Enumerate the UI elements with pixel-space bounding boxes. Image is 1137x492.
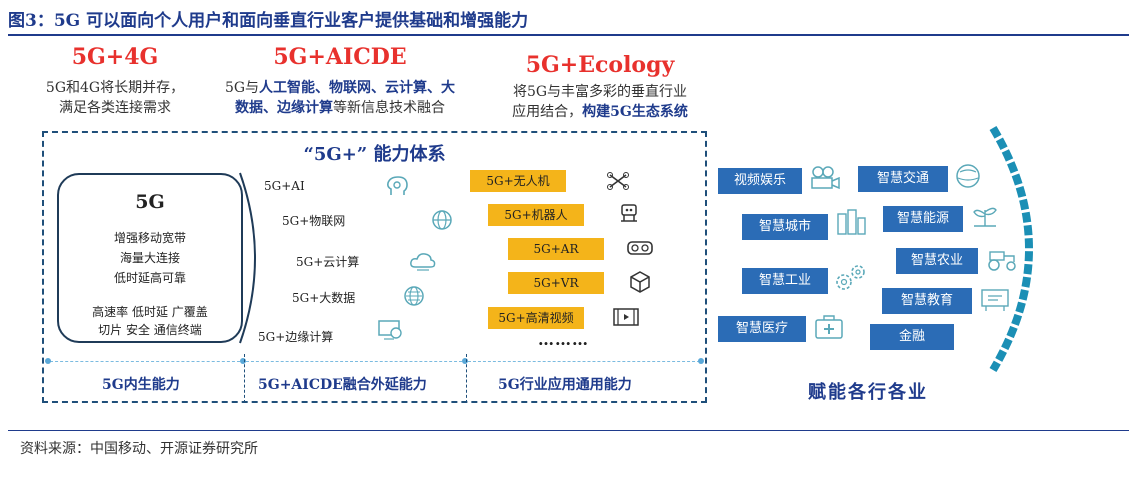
iot-globe-icon: [432, 210, 452, 230]
desc-eco-plain: 应用结合，: [512, 104, 583, 120]
desc-5g-4g-line-1: 5G和4G将长期并存，: [45, 80, 185, 96]
app-hd-video-bar: 5G+高清视频: [488, 307, 584, 329]
desc-aicde-bold-2: 数据、边缘计算: [235, 100, 333, 116]
divider-2: [466, 354, 467, 403]
ar-glasses-icon: [627, 241, 653, 255]
transport-globe-icon: [956, 164, 980, 188]
label-industry-capability: 5G行业应用通用能力: [498, 377, 632, 393]
header-5g-ecology: 5G+Ecology: [525, 52, 675, 78]
industry-smart-city: 智慧城市: [742, 214, 828, 240]
header-5g-4g: 5G+4G: [71, 44, 159, 70]
industry-smart-transport: 智慧交通: [858, 166, 948, 192]
industry-smart-agriculture: 智慧农业: [896, 248, 978, 274]
figure-title: 图3：5G 可以面向个人用户和面向垂直行业客户提供基础和增强能力: [8, 11, 529, 31]
drone-icon: [607, 172, 629, 190]
arrow-dot-4: [698, 358, 704, 364]
label-inherent-capability: 5G内生能力: [102, 377, 180, 393]
desc-5g-aicde: 5G与人工智能、物联网、云计算、大 数据、边缘计算等新信息技术融合: [190, 78, 490, 118]
app-drone-bar: 5G+无人机: [470, 170, 566, 192]
app-robot-bar: 5G+机器人: [488, 204, 584, 226]
ext-iot: 5G+物联网: [282, 214, 346, 228]
apps-ellipsis: ………: [538, 330, 589, 349]
vr-cube-icon: [630, 271, 650, 293]
edge-computer-icon: [378, 320, 402, 340]
ai-head-icon: [387, 176, 408, 195]
desc-5g-4g-line-2: 满足各类连接需求: [59, 100, 171, 116]
bigdata-globe-icon: [404, 286, 424, 306]
core-arc: [239, 172, 256, 344]
cloud-icon: [410, 253, 436, 271]
industry-video-entertainment: 视频娱乐: [718, 168, 802, 194]
energy-plant-icon: [973, 207, 997, 227]
title-rule: [8, 34, 1129, 36]
education-icon: [981, 289, 1009, 311]
camera-icon: [811, 166, 840, 190]
source-note: 资料来源：中国移动、开源证券研究所: [20, 441, 258, 457]
core-line-embb: 增强移动宽带: [113, 231, 186, 245]
tractor-icon: [988, 251, 1016, 271]
capability-system-box: “5G+” 能力体系: [42, 131, 707, 403]
arrow-line-3: [468, 361, 700, 362]
medical-kit-icon: [815, 315, 843, 339]
arrow-dot-1: [45, 358, 51, 364]
arrow-line-1: [50, 361, 240, 362]
desc-aicde-plain-2: 等新信息技术融合: [333, 100, 445, 116]
arrow-line-2: [246, 361, 462, 362]
video-film-icon: [613, 308, 639, 326]
divider-1: [244, 354, 245, 403]
system-title: “5G+” 能力体系: [303, 144, 446, 165]
desc-aicde-bold-1: 人工智能、物联网、云计算、大: [259, 80, 456, 96]
app-vr-bar: 5G+VR: [508, 272, 604, 294]
desc-aicde-plain-1: 5G与: [224, 80, 260, 96]
empower-arc: [989, 125, 1033, 373]
core-features-1: 高速率 低时延 广覆盖: [92, 305, 208, 319]
source-rule: [8, 430, 1129, 431]
ext-cloud: 5G+云计算: [296, 255, 360, 269]
arrow-dot-3: [462, 358, 468, 364]
core-features-2: 切片 安全 通信终端: [98, 323, 202, 337]
label-aicde-capability: 5G+AICDE融合外延能力: [258, 377, 427, 393]
core-title: 5G: [135, 191, 165, 213]
desc-eco-line-1: 将5G与丰富多彩的垂直行业: [512, 84, 688, 100]
ext-bigdata: 5G+大数据: [292, 291, 356, 305]
core-line-urllc: 低时延高可靠: [113, 271, 186, 285]
arrow-dot-2: [240, 358, 246, 364]
industry-smart-education: 智慧教育: [882, 288, 972, 314]
city-buildings-icon: [837, 209, 866, 235]
header-5g-aicde: 5G+AICDE: [273, 44, 407, 70]
label-empower-industries: 赋能各行各业: [808, 382, 928, 403]
desc-5g-ecology: 将5G与丰富多彩的垂直行业 应用结合，构建5G生态系统: [480, 82, 720, 122]
ext-ai: 5G+AI: [264, 179, 305, 193]
industry-finance: 金融: [870, 324, 954, 350]
industry-smart-energy: 智慧能源: [883, 206, 963, 232]
core-5g-box: 5G 增强移动宽带 海量大连接 低时延高可靠 高速率 低时延 广覆盖 切片 安全…: [57, 173, 243, 343]
robot-icon: [621, 204, 637, 222]
industry-smart-medical: 智慧医疗: [718, 316, 806, 342]
app-ar-bar: 5G+AR: [508, 238, 604, 260]
core-line-mmtc: 海量大连接: [119, 251, 180, 265]
industry-gears-icon: [836, 265, 865, 290]
industry-smart-industry: 智慧工业: [742, 268, 828, 294]
desc-5g-4g: 5G和4G将长期并存， 满足各类连接需求: [20, 78, 210, 118]
desc-eco-bold: 构建5G生态系统: [582, 104, 688, 120]
ext-edge: 5G+边缘计算: [258, 330, 334, 344]
